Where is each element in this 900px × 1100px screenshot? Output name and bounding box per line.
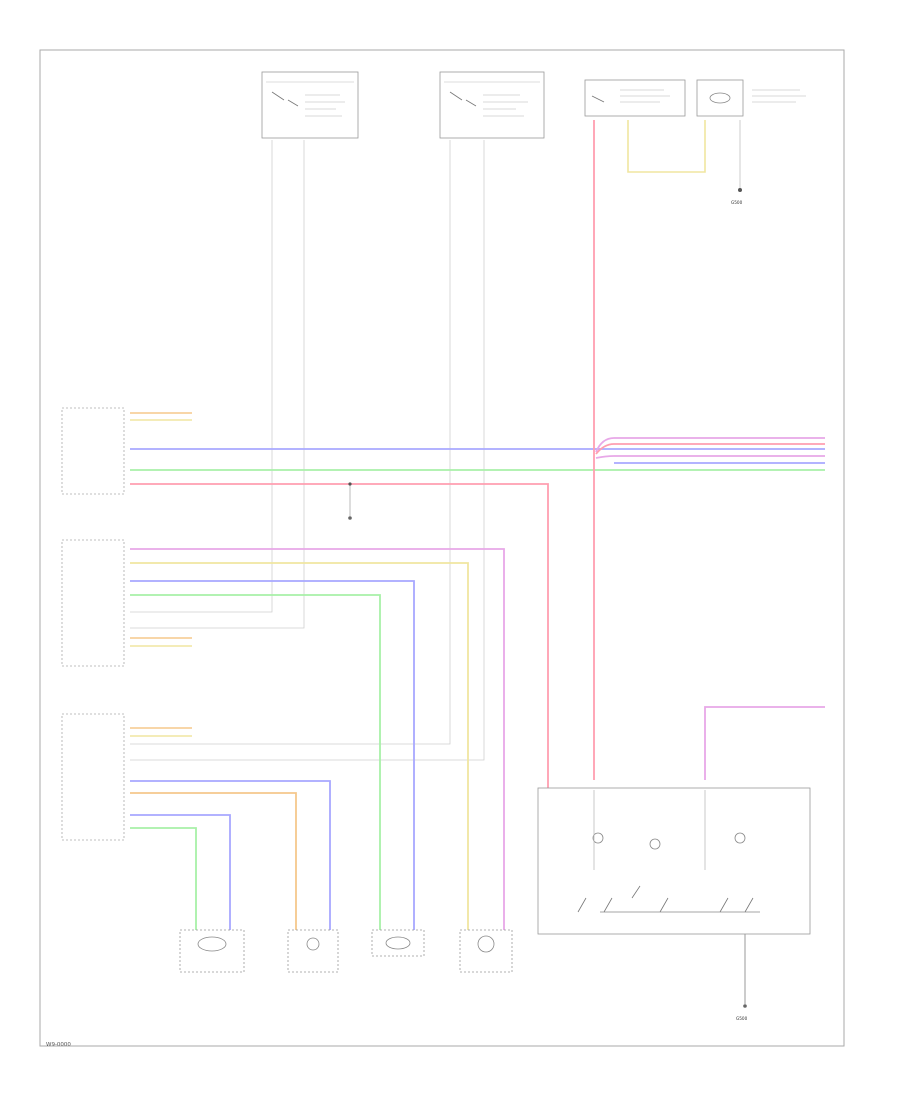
module-1-wires — [130, 412, 825, 788]
switch-box-center — [439, 71, 545, 139]
module-box-1 — [61, 407, 125, 495]
ground-dot-top — [738, 188, 742, 192]
right-bus — [595, 437, 825, 464]
wire-yellow-loop — [627, 120, 706, 173]
ground-label-top: G500 — [731, 200, 743, 205]
module-box-3 — [61, 713, 125, 841]
module-box-2 — [61, 539, 125, 667]
splice-dot-mid — [348, 482, 352, 486]
lamp-1 — [179, 929, 245, 973]
switch-box-left — [261, 71, 359, 139]
right-switch-assembly — [537, 706, 825, 1008]
ground-dot-mid — [348, 516, 352, 520]
lamp-3 — [371, 929, 425, 957]
module-2-wires — [130, 548, 505, 930]
switch-box-right-1 — [584, 79, 686, 117]
module-3-wires — [130, 727, 331, 930]
lamp-2 — [287, 929, 339, 973]
footer-code: W9-0000 — [46, 1042, 71, 1048]
diagram-frame — [39, 49, 845, 1047]
ground-label-bottom: G500 — [736, 1016, 748, 1021]
switch-box-right-2 — [696, 79, 806, 117]
gray-signal-wires — [130, 140, 485, 761]
lamp-4 — [459, 929, 513, 973]
